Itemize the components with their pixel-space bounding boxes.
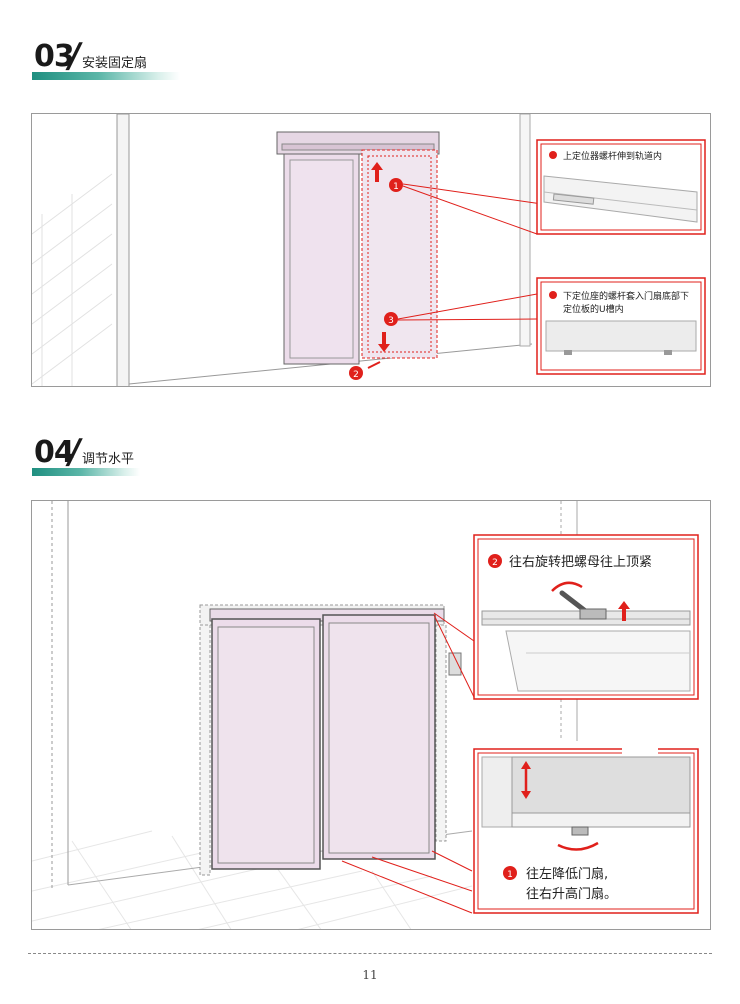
- marker-2: 2: [353, 370, 359, 380]
- section-header-bar: [32, 72, 180, 80]
- callout-1-text-line2: 往右升高门扇。: [526, 886, 617, 902]
- callout-1-text: 上定位器螺杆伸到轨道内: [563, 150, 662, 162]
- section-number: 03: [34, 39, 75, 74]
- section-title: 调节水平: [82, 452, 135, 467]
- callout-1-number: 1: [507, 870, 513, 880]
- section-number: 04: [34, 435, 75, 470]
- section-header-04: 04 / 调节水平: [32, 432, 192, 476]
- section-title: 安装固定扇: [82, 56, 148, 71]
- callout-2-number: 2: [492, 558, 498, 568]
- section-header-bar: [32, 468, 140, 476]
- callout-3-text-line1: 下定位座的螺杆套入门扇底部下: [563, 290, 689, 302]
- step-04-drawing: 2 往右旋转把螺母往上顶紧 1 往左降低门扇, 往右升高门扇。: [32, 501, 699, 929]
- callout-3-text-line2: 定位板的U槽内: [563, 303, 624, 315]
- footer-divider: [28, 953, 712, 954]
- page-number: 11: [362, 968, 378, 982]
- marker-1: 1: [393, 182, 399, 192]
- callout-1-text-line1: 往左降低门扇,: [526, 866, 608, 882]
- step-03-illustration: 1 2 3 上定位器螺杆伸到轨道内 下定位座的螺杆套入门扇底部下 定位板的U槽内: [31, 113, 711, 387]
- marker-3: 3: [388, 316, 394, 326]
- step-04-illustration: 2 往右旋转把螺母往上顶紧 1 往左降低门扇, 往右升高门扇。: [31, 500, 711, 930]
- step-03-drawing: 1 2 3 上定位器螺杆伸到轨道内 下定位座的螺杆套入门扇底部下 定位板的U槽内: [32, 114, 706, 386]
- callout-2-text: 往右旋转把螺母往上顶紧: [509, 555, 652, 570]
- section-header-03: 03 / 安装固定扇: [32, 36, 192, 80]
